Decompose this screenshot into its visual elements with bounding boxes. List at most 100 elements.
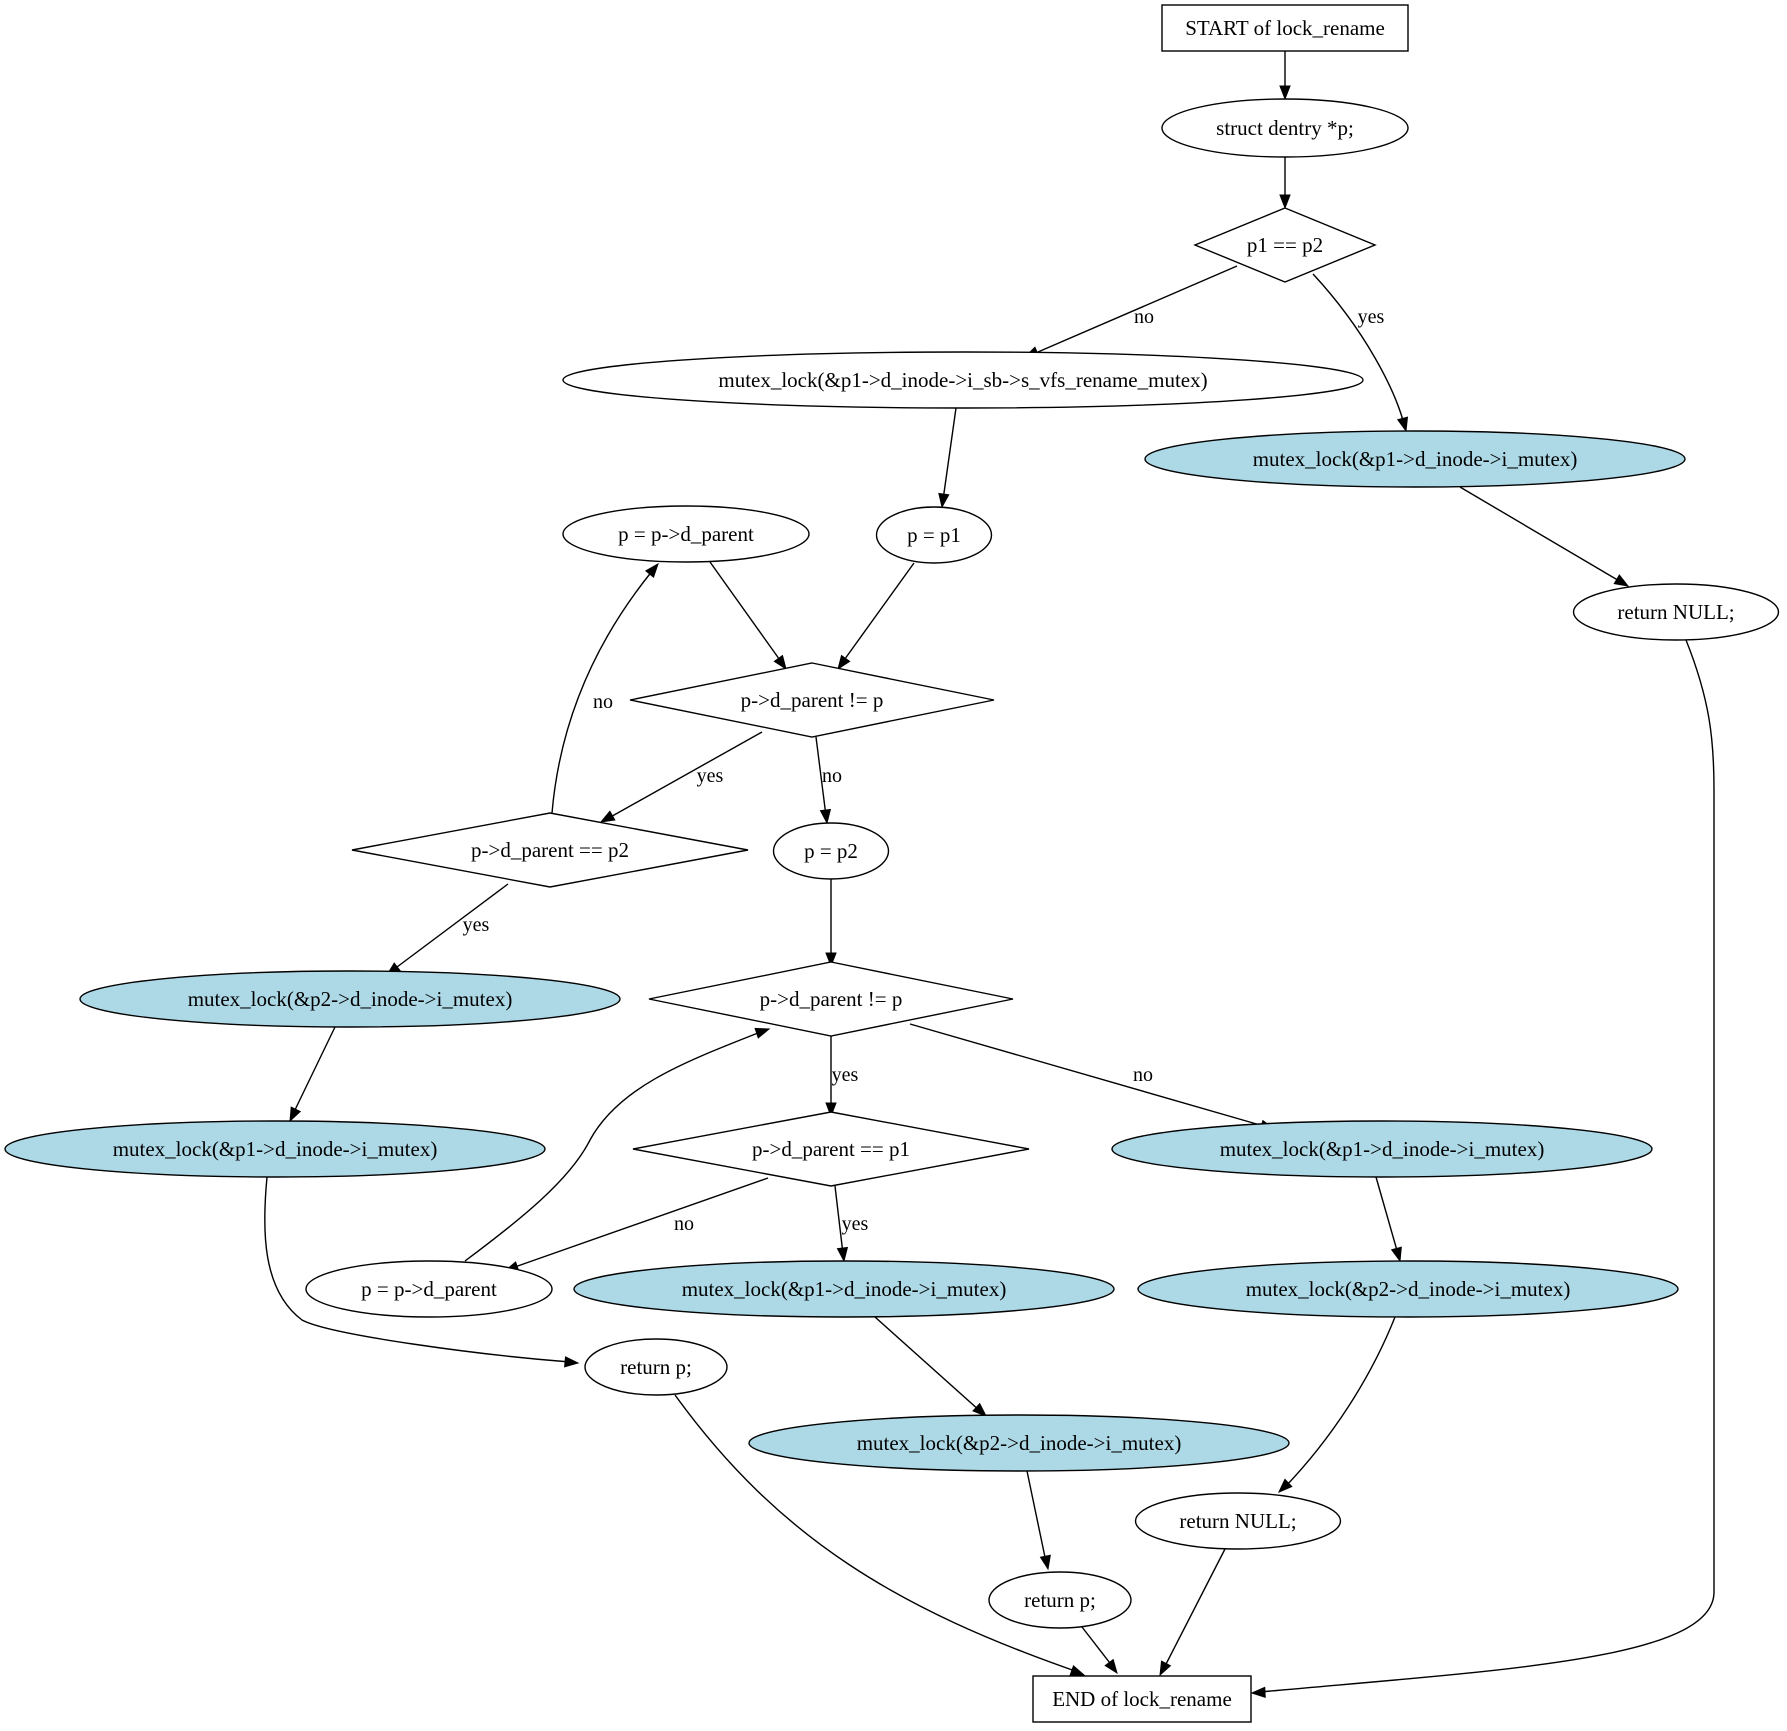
node-shape-ellipse	[988, 1571, 1132, 1629]
edge-line	[606, 731, 763, 820]
arrowhead	[1039, 1554, 1051, 1571]
node-p-parent-b: p = p->d_parent	[305, 1260, 553, 1318]
edge-d-eq-to-lock-p1-a: yes	[1312, 273, 1409, 433]
node-shape-ellipse	[875, 506, 993, 564]
edge-label-yes: yes	[842, 1213, 869, 1235]
edge-lock-p2-c-to-ret-null-b	[1277, 1316, 1396, 1493]
node-shape-box	[1161, 4, 1409, 52]
node-label: mutex_lock(&p1->d_inode->i_mutex)	[1220, 1137, 1545, 1161]
arrowhead	[836, 1246, 849, 1263]
node-start: START of lock_rename	[1161, 4, 1409, 52]
edge-line	[1459, 486, 1622, 583]
edge-label-no: no	[1134, 306, 1154, 328]
edge-lock-p1-c-to-lock-p2-c	[1375, 1176, 1402, 1263]
arrowhead	[1396, 416, 1409, 433]
arrowhead	[1250, 1686, 1266, 1699]
arrowhead	[1390, 1246, 1402, 1263]
edge-d-parent-ne-b-to-lock-p1-c: no	[909, 1023, 1276, 1131]
arrowhead	[972, 1402, 988, 1417]
edge-line	[464, 1030, 764, 1262]
node-shape-diamond	[1193, 207, 1377, 283]
edge-ret-null-a-to-end	[1250, 639, 1715, 1699]
arrowhead	[1279, 85, 1291, 101]
node-lock-p1-a: mutex_lock(&p1->d_inode->i_mutex)	[1144, 430, 1686, 488]
node-d-parent-ne-b: p->d_parent != p	[648, 961, 1014, 1037]
edge-line	[511, 1177, 769, 1269]
arrowhead	[1104, 1658, 1118, 1675]
edge-line	[1312, 273, 1405, 425]
node-shape-box	[1032, 1675, 1252, 1723]
edge-line	[1284, 1316, 1396, 1488]
edge-d-parent-ne-b-to-d-parent-eq-p1: yes	[825, 1036, 859, 1118]
edge-line	[841, 562, 915, 664]
edge-line	[1026, 1470, 1047, 1563]
node-label: return NULL;	[1179, 1509, 1296, 1533]
arrowhead	[599, 810, 616, 823]
node-label: p->d_parent != p	[760, 987, 903, 1011]
node-label: mutex_lock(&p1->d_inode->i_mutex)	[682, 1277, 1007, 1301]
edge-label-no: no	[1133, 1064, 1153, 1086]
edge-line	[709, 561, 783, 664]
edge-line	[815, 736, 827, 817]
node-ret-null-a: return NULL;	[1572, 583, 1780, 641]
node-label: p = p1	[907, 523, 961, 547]
edge-lock-rename-mutex-to-p-p1	[938, 407, 957, 509]
node-label: return p;	[1024, 1588, 1096, 1612]
node-lock-p1-c: mutex_lock(&p1->d_inode->i_mutex)	[1111, 1120, 1653, 1178]
edge-d-parent-eq-p1-to-lock-p1-d: yes	[834, 1185, 869, 1263]
node-shape-ellipse	[1161, 98, 1409, 158]
edge-d-parent-eq-p2-to-lock-p2-b: yes	[385, 883, 509, 976]
edge-d-parent-eq-p2-to-p-parent-a: no	[551, 562, 659, 814]
arrowhead	[837, 654, 851, 671]
edge-label-yes: yes	[697, 765, 724, 787]
node-label: START of lock_rename	[1185, 16, 1385, 40]
arrowhead	[825, 952, 837, 968]
node-shape-diamond	[632, 1111, 1030, 1187]
arrowhead	[564, 1356, 580, 1368]
node-lock-rename-mutex: mutex_lock(&p1->d_inode->i_sb->s_vfs_ren…	[562, 351, 1364, 409]
arrowhead	[644, 562, 659, 579]
node-label: p->d_parent == p1	[752, 1137, 910, 1161]
node-label: END of lock_rename	[1052, 1687, 1232, 1711]
arrowhead	[819, 808, 832, 825]
node-shape-diamond	[629, 662, 995, 738]
edge-label-yes: yes	[832, 1064, 859, 1086]
node-shape-ellipse	[584, 1338, 728, 1396]
node-label: mutex_lock(&p1->d_inode->i_mutex)	[1253, 447, 1578, 471]
node-shape-ellipse	[1572, 583, 1780, 641]
node-label: p->d_parent == p2	[471, 838, 629, 862]
node-shape-ellipse	[562, 351, 1364, 409]
arrowhead	[754, 1027, 771, 1039]
node-shape-ellipse	[4, 1120, 546, 1178]
node-label: mutex_lock(&p1->d_inode->i_sb->s_vfs_ren…	[718, 368, 1207, 392]
node-shape-ellipse	[772, 822, 890, 880]
arrowhead	[1159, 1660, 1172, 1677]
edge-start-to-decl	[1279, 51, 1291, 101]
edge-line	[1081, 1626, 1114, 1668]
edge-line	[942, 407, 957, 501]
arrowhead	[938, 492, 950, 509]
node-shape-ellipse	[1137, 1260, 1679, 1318]
node-d-parent-eq-p2: p->d_parent == p2	[351, 812, 749, 888]
arrowhead	[825, 1102, 837, 1118]
node-p-p2: p = p2	[772, 822, 890, 880]
arrowhead	[1277, 1478, 1293, 1493]
edge-line	[264, 1176, 571, 1363]
edge-p-p1-to-d-parent-ne-a	[837, 562, 915, 671]
edge-label-yes: yes	[463, 914, 490, 936]
node-p-parent-a: p = p->d_parent	[562, 505, 810, 563]
edge-lock-p2-d-to-ret-p-b	[1026, 1470, 1051, 1571]
edge-line	[909, 1023, 1268, 1128]
node-shape-ellipse	[573, 1260, 1115, 1318]
node-label: p->d_parent != p	[741, 688, 884, 712]
node-label: p = p2	[804, 839, 858, 863]
node-lock-p1-d: mutex_lock(&p1->d_inode->i_mutex)	[573, 1260, 1115, 1318]
edge-lock-p1-a-to-ret-null-a	[1459, 486, 1630, 587]
edge-d-parent-ne-a-to-p-p2: no	[815, 736, 842, 825]
node-label: mutex_lock(&p2->d_inode->i_mutex)	[1246, 1277, 1571, 1301]
node-d-eq: p1 == p2	[1193, 207, 1377, 283]
node-label: struct dentry *p;	[1216, 116, 1354, 140]
node-shape-ellipse	[562, 505, 810, 563]
node-lock-p2-c: mutex_lock(&p2->d_inode->i_mutex)	[1137, 1260, 1679, 1318]
edge-line	[1375, 1176, 1399, 1255]
